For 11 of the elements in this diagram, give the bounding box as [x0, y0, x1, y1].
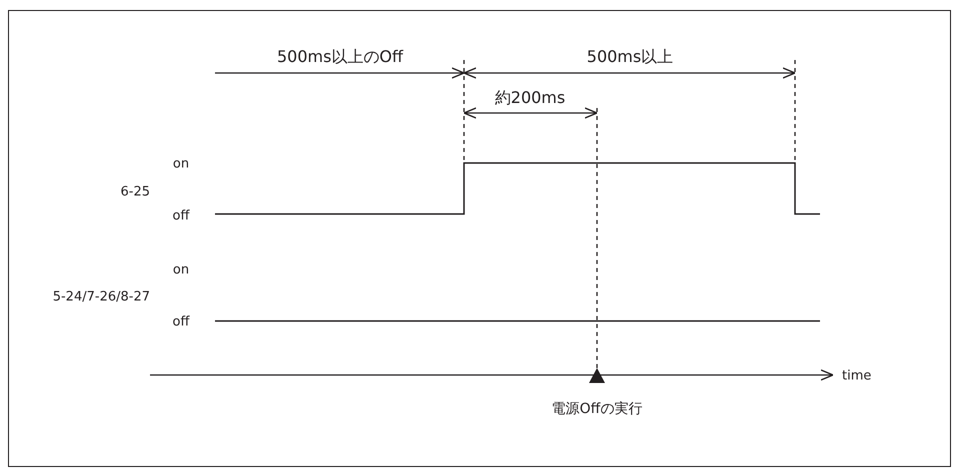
level-label: on: [172, 264, 190, 276]
dimension-label: 500ms以上のOff: [276, 49, 404, 65]
event-label: 電源Offの実行: [552, 402, 642, 416]
dimension-label: 約200ms: [494, 90, 566, 106]
level-label: off: [172, 210, 190, 222]
axis-label: time: [842, 370, 872, 382]
dimension-label: 500ms以上: [586, 49, 674, 65]
level-label: off: [172, 316, 190, 328]
level-label: on: [172, 158, 190, 170]
signal-name: 5-24/7-26/8-27: [52, 290, 150, 304]
signal-name: 6-25: [120, 186, 150, 198]
